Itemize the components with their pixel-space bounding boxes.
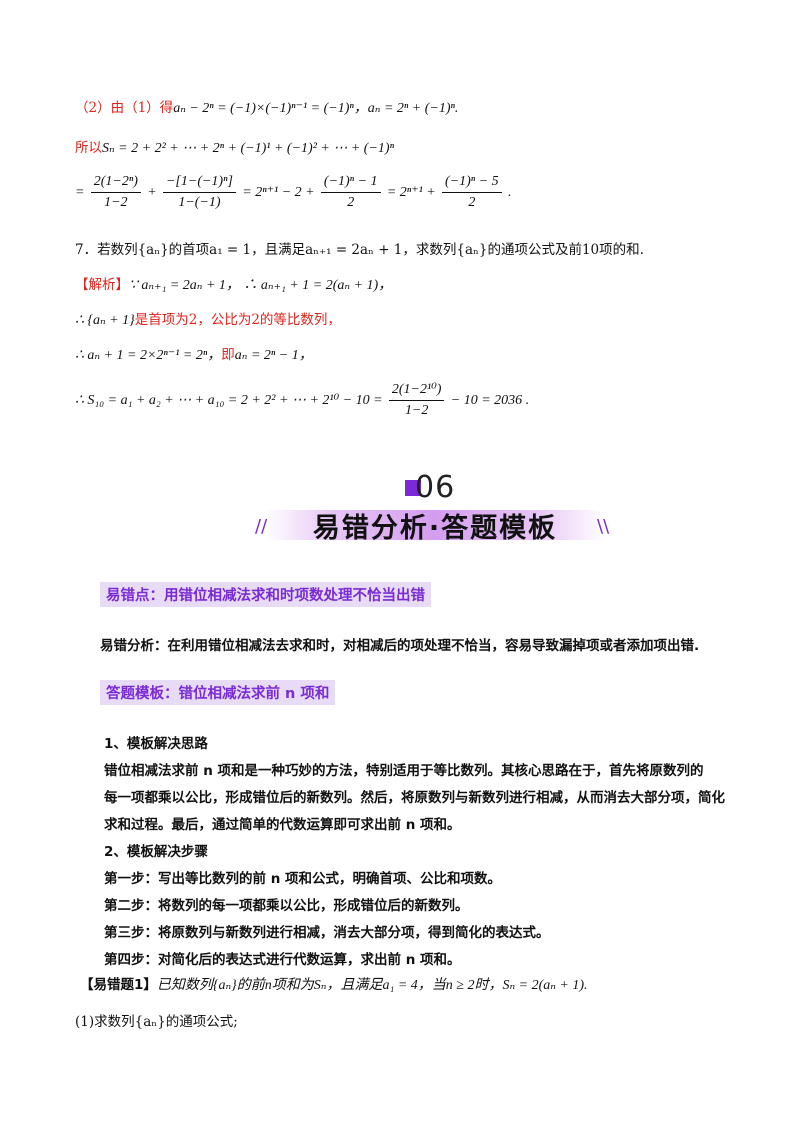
equals-sign: = xyxy=(75,185,85,200)
formula: aₙ = 2ⁿ − 1， xyxy=(234,348,313,363)
numerator: (−1)ⁿ − 1 xyxy=(320,172,381,193)
denominator: 2 xyxy=(468,195,476,210)
step-2: 第二步：将数列的每一项都乘以公比，形成错位后的新数列。 xyxy=(104,898,469,914)
paragraph-line: 每一项都乘以公比，形成错位后的新数列。然后，将原数列与新数列进行相减，从而消去大… xyxy=(104,790,725,806)
fraction: −[1−(−1)ⁿ] 1−(−1) xyxy=(162,172,236,213)
period: . xyxy=(507,185,512,200)
analysis-line-2: ∴ {aₙ + 1}是首项为2，公比为2的等比数列， xyxy=(75,310,341,331)
error-point-heading: 易错点：用错位相减法求和时项数处理不恰当出错 xyxy=(100,582,431,607)
analysis-label: 【解析】 xyxy=(75,277,129,293)
formula: = 2ⁿ⁺¹ − 2 + xyxy=(242,185,315,200)
numerator: (−1)ⁿ − 5 xyxy=(442,172,502,193)
denominator: 2 xyxy=(347,195,355,210)
denominator: 1−2 xyxy=(104,195,128,210)
paragraph-line: 求和过程。最后，通过简单的代数运算即可求出前 n 项和。 xyxy=(104,817,461,833)
section-number: 06 xyxy=(415,470,456,505)
solution-line-3: = 2(1−2ⁿ) 1−2 + −[1−(−1)ⁿ] 1−(−1) = 2ⁿ⁺¹ −… xyxy=(75,172,511,213)
error-analysis: 易错分析：在利用错位相减法去求和时，对相减后的项处理不恰当，容易导致漏掉项或者添… xyxy=(100,638,700,654)
question-label: 【易错题1】 xyxy=(80,977,157,993)
formula: = 2ⁿ⁺¹ + xyxy=(386,185,436,200)
fraction: (−1)ⁿ − 1 2 xyxy=(320,172,381,213)
section-title: 易错分析·答题模板 xyxy=(312,513,558,544)
solution-line-2: 所以Sₙ = 2 + 2² + ⋯ + 2ⁿ + (−1)¹ + (−1)² +… xyxy=(75,138,394,159)
fraction: 2(1−2¹⁰) 1−2 xyxy=(388,380,445,421)
analysis-line-3: ∴ aₙ + 1 = 2×2ⁿ⁻¹ = 2ⁿ，即aₙ = 2ⁿ − 1， xyxy=(75,345,313,366)
fraction: 2(1−2ⁿ) 1−2 xyxy=(90,172,141,213)
denominator: 1−(−1) xyxy=(178,195,221,210)
formula: − 10 = 2036 . xyxy=(450,393,530,408)
question-7: 7．若数列{aₙ}的首项a₁ = 1，且满足aₙ₊₁ = 2aₙ + 1，求数列… xyxy=(75,242,644,258)
accent-square xyxy=(405,480,421,496)
solution-step-prefix: （2）由（1）得 xyxy=(75,100,174,116)
numerator: 2(1−2¹⁰) xyxy=(388,380,445,401)
denominator: 1−2 xyxy=(404,403,429,418)
plus-sign: + xyxy=(147,185,157,200)
subheading-2: 2、模板解决步骤 xyxy=(104,844,208,860)
solution-prefix: 所以 xyxy=(75,140,102,156)
formula: ∴ {aₙ + 1} xyxy=(75,313,135,328)
section-banner: 06 // 易错分析·答题模板 \\ xyxy=(255,470,615,560)
formula: Sₙ = 2 + 2² + ⋯ + 2ⁿ + (−1)¹ + (−1)² + ⋯… xyxy=(102,141,394,156)
numerator: 2(1−2ⁿ) xyxy=(90,172,141,193)
formula: ∵ aₙ₊₁ = 2aₙ + 1， ∴ aₙ₊₁ + 1 = 2(aₙ + 1)… xyxy=(129,278,393,293)
step-3: 第三步：将原数列与新数列进行相减，消去大部分项，得到简化的表达式。 xyxy=(104,925,550,941)
analysis-line-1: 【解析】∵ aₙ₊₁ = 2aₙ + 1， ∴ aₙ₊₁ + 1 = 2(aₙ … xyxy=(75,275,392,296)
question-line: 【易错题1】已知数列{aₙ}的前n项和为Sₙ，且满足a₁ = 4，当n ≥ 2时… xyxy=(80,975,588,996)
numerator: −[1−(−1)ⁿ] xyxy=(162,172,236,193)
analysis-text: 即 xyxy=(221,347,235,363)
paragraph-line: 错位相减法求前 n 项和是一种巧妙的方法，特别适用于等比数列。其核心思路在于，首… xyxy=(104,763,704,779)
subheading-1: 1、模板解决思路 xyxy=(104,736,208,752)
solution-line-1: （2）由（1）得aₙ − 2ⁿ = (−1)×(−1)ⁿ⁻¹ = (−1)ⁿ，a… xyxy=(75,98,458,119)
slash-mark-right: \\ xyxy=(597,516,610,537)
step-4: 第四步：对简化后的表达式进行代数运算，求出前 n 项和。 xyxy=(104,952,461,968)
template-heading: 答题模板：错位相减法求前 n 项和 xyxy=(100,680,336,705)
formula: ∴ aₙ + 1 = 2×2ⁿ⁻¹ = 2ⁿ， xyxy=(75,348,222,363)
fraction: (−1)ⁿ − 5 2 xyxy=(442,172,502,213)
subquestion-1: (1)求数列{aₙ}的通项公式; xyxy=(75,1014,238,1030)
slash-mark-left: // xyxy=(255,516,268,537)
question-text: 已知数列{aₙ}的前n项和为Sₙ，且满足a₁ = 4，当n ≥ 2时，Sₙ = … xyxy=(156,978,588,993)
analysis-text: 是首项为2，公比为2的等比数列， xyxy=(134,312,341,328)
formula: aₙ − 2ⁿ = (−1)×(−1)ⁿ⁻¹ = (−1)ⁿ，aₙ = 2ⁿ +… xyxy=(173,101,459,116)
step-1: 第一步：写出等比数列的前 n 项和公式，明确首项、公比和项数。 xyxy=(104,871,502,887)
formula: ∴ S₁₀ = a₁ + a₂ + ⋯ + a₁₀ = 2 + 2² + ⋯ +… xyxy=(75,393,383,408)
banner-highlight xyxy=(265,510,605,540)
analysis-line-4: ∴ S₁₀ = a₁ + a₂ + ⋯ + a₁₀ = 2 + 2² + ⋯ +… xyxy=(75,380,529,421)
